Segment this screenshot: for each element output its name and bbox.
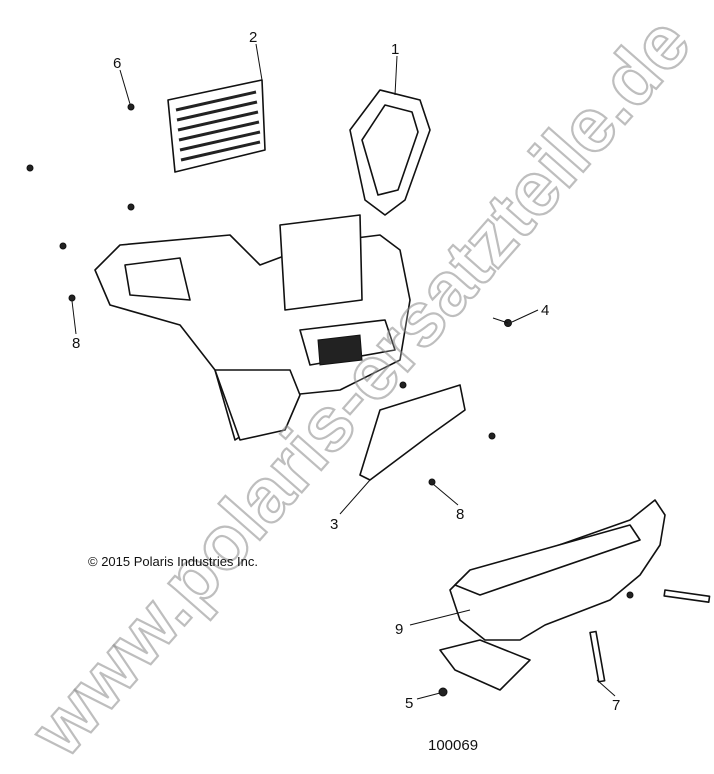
- callout-2: 2: [249, 29, 257, 46]
- grille-part: [167, 79, 266, 173]
- fasteners: [26, 103, 711, 697]
- callout-1: 1: [391, 41, 399, 58]
- callout-5: 5: [405, 695, 413, 712]
- callout-9: 9: [395, 621, 403, 638]
- figure-number: 100069: [428, 737, 479, 754]
- callout-6: 6: [113, 55, 121, 72]
- callout-3: 3: [330, 516, 338, 533]
- callout-4: 4: [541, 302, 549, 319]
- callout-8-right: 8: [456, 506, 464, 523]
- leader-lines: [71, 43, 616, 700]
- front-fascia-part: [94, 89, 431, 441]
- bumper-part: [439, 499, 666, 691]
- skid-plate-part: [359, 384, 466, 481]
- copyright-notice: © 2015 Polaris Industries Inc.: [88, 554, 258, 569]
- callout-7: 7: [612, 697, 620, 714]
- callout-8-left: 8: [72, 335, 80, 352]
